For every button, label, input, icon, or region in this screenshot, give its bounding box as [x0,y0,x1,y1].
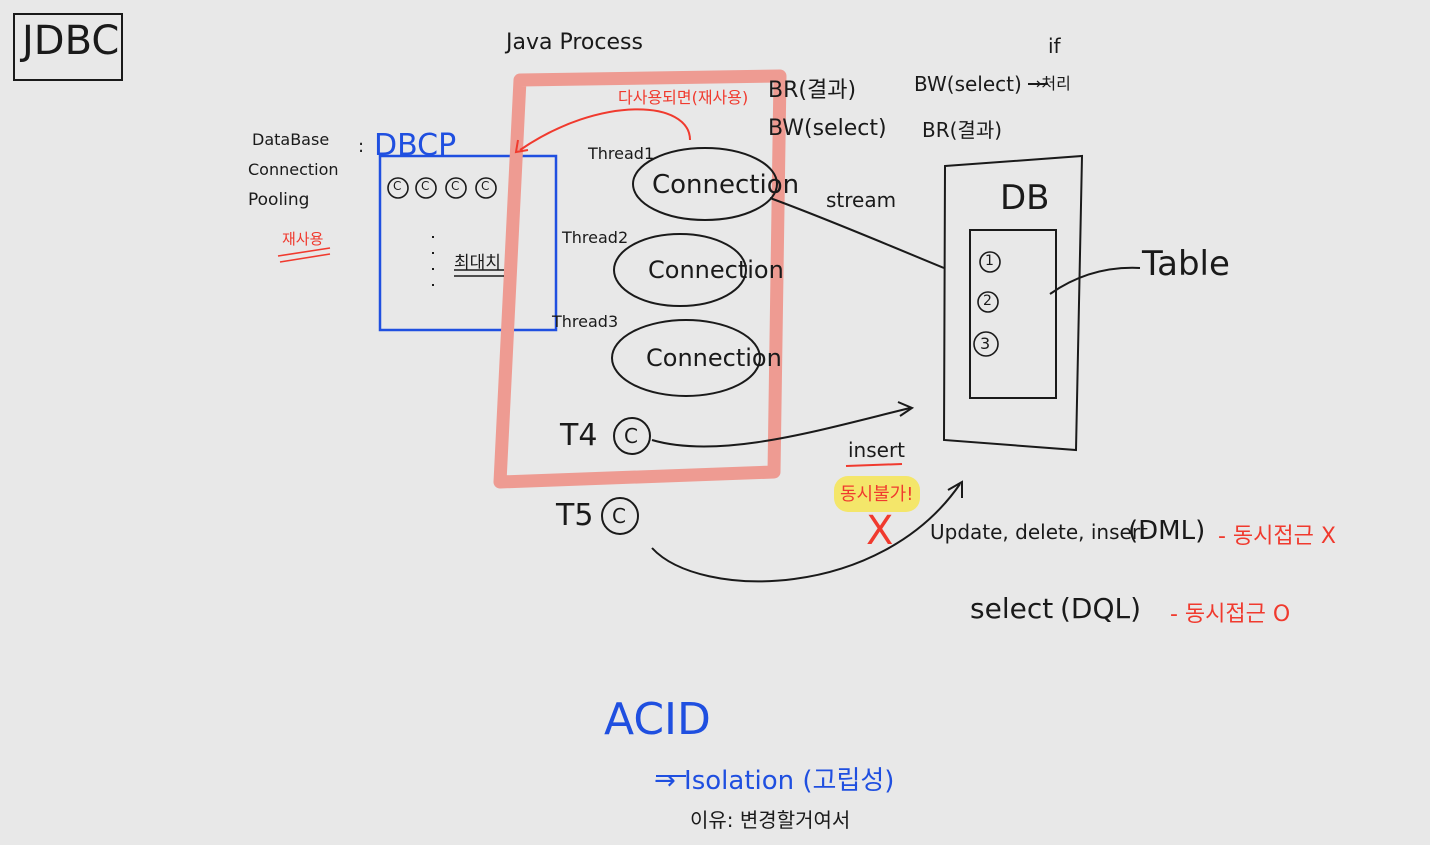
max-underline [454,269,504,277]
pool-name-line2: Connection [248,160,339,179]
pool-circle [475,177,497,199]
t4-arrowhead [897,401,915,417]
t4-label: T4 [560,418,598,453]
dql-op-label: select [970,592,1054,625]
insert-underline [845,463,903,467]
db-label: DB [1000,178,1050,218]
pool-conn-token: C [393,179,402,193]
reuse-note: 재사용 [282,230,324,248]
row-circle [979,251,1001,273]
t4-arrow [651,407,911,448]
title-jdbc: JDBC [22,18,120,64]
impossible-highlight [834,476,920,512]
bw-select-2: BW(select) [914,72,1022,96]
table-pointer [1049,266,1141,295]
bw-select-1: BW(select) [768,116,887,141]
java-process-label: Java Process [506,30,643,55]
connection-ellipse-1 [632,147,778,221]
reuse-arrow-note: 다사용되면(재사용) [618,88,749,107]
thread-2-label: Thread2 [562,228,629,247]
table-box [969,229,1057,399]
stream-line [769,197,945,269]
t5-arrow [651,483,961,583]
row-number-2: 2 [983,293,992,309]
pool-conn-token: C [481,179,490,193]
impossible-label: 동시불가! [840,484,914,505]
t5-arrowhead [947,480,963,498]
t5-label: T5 [556,498,594,533]
isolation-label: → Isolation (고립성) [654,766,895,796]
insert-label: insert [848,438,906,462]
br-result-2: BR(결과) [922,118,1003,142]
connection-ellipse-3 [611,319,761,397]
handle-label: →처리 [1028,74,1071,93]
dml-ops-label: Update, delete, insert [930,520,1148,544]
row-number-1: 1 [985,253,994,269]
thread-1-label: Thread1 [588,144,655,163]
row-number-3: 3 [980,334,991,353]
connection-label-3: Connection [646,344,782,372]
cross-mark: X [866,508,894,554]
reuse-arrow [519,108,691,151]
connection-ellipse-2 [613,233,747,307]
reuse-arrowhead [514,139,529,154]
t5-conn-circle [601,497,639,535]
title-box [13,13,123,81]
pool-circle [387,177,409,199]
db-box [942,154,1084,452]
pool-colon: : [358,136,365,157]
connection-label-1: Connection [652,170,800,200]
dbcp-box [378,154,558,332]
row-circle [973,331,999,357]
t5-conn-token: C [612,504,626,528]
pool-name-line3: Pooling [248,190,310,210]
br-result-1: BR(결과) [768,78,857,103]
stream-label: stream [826,188,897,212]
dql-note: - 동시접근 O [1170,602,1291,627]
max-label: 최대치 [454,253,501,273]
dml-note: - 동시접근 X [1218,524,1336,549]
table-label: Table [1142,244,1230,284]
pool-circle [415,177,437,199]
if-label: if [1048,34,1061,58]
acid-title: ACID [604,694,711,745]
thread-3-label: Thread3 [552,312,619,331]
reason-label: 이유: 변경할거여서 [690,808,851,832]
row-circle [977,291,999,313]
java-process-box [493,69,787,489]
pool-conn-token: C [421,179,430,193]
dml-label: (DML) [1128,516,1206,546]
t4-conn-token: C [624,424,638,448]
t4-conn-circle [613,417,651,455]
pool-name-line1: DataBase [252,130,330,149]
pool-conn-token: C [451,179,460,193]
dql-label: (DQL) [1060,592,1142,625]
dbcp-label: DBCP [374,128,457,163]
pool-circle [445,177,467,199]
connection-label-2: Connection [648,256,784,284]
reuse-underline [277,247,331,263]
